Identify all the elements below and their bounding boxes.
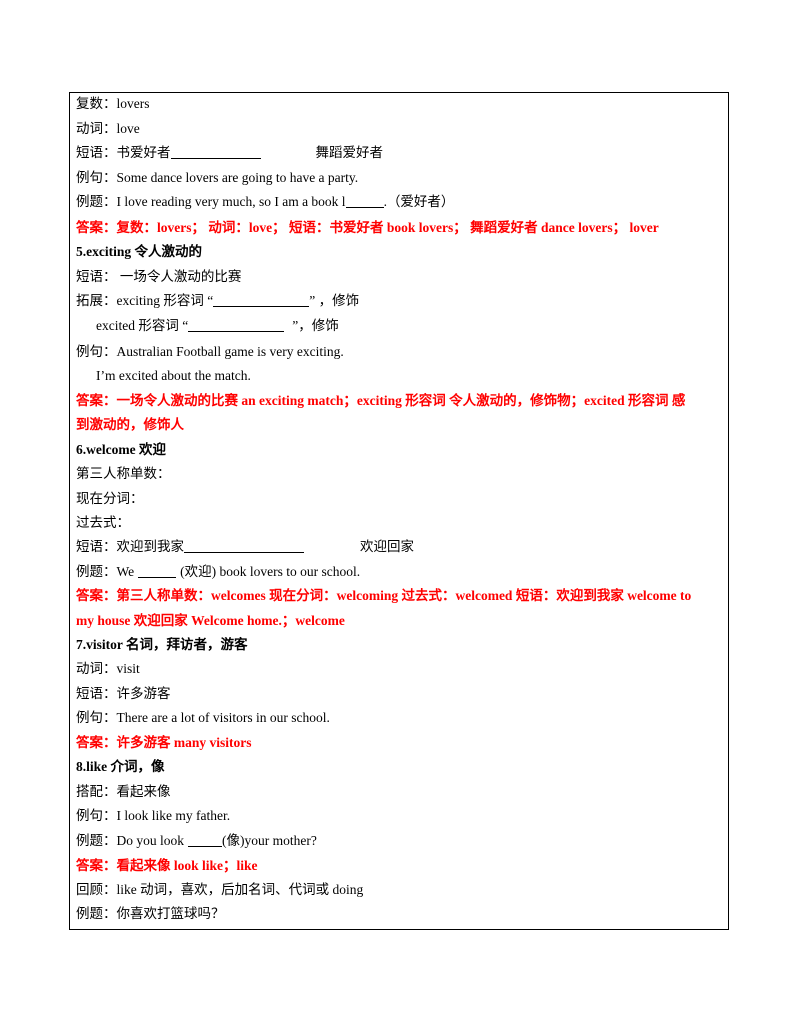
text-line: 搭配：看起来像 — [76, 784, 171, 799]
content-frame — [69, 92, 729, 930]
section-heading: 5.exciting 令人激动的 — [76, 244, 202, 259]
text-line: 短语： 一场令人激动的比赛 — [76, 269, 242, 284]
answer-line: my house 欢迎回家 Welcome home.；welcome — [76, 613, 345, 628]
text-line: 例题：你喜欢打篮球吗？ — [76, 906, 225, 921]
text-line: 短语：书爱好者舞蹈爱好者 — [76, 144, 383, 160]
answer-line: 答案：复数：lovers； 动词：love； 短语：书爱好者 book love… — [76, 220, 659, 235]
text-line: 例句：Some dance lovers are going to have a… — [76, 170, 359, 185]
text-line: 现在分词： — [76, 491, 144, 506]
answer-line: 答案：第三人称单数：welcomes 现在分词：welcoming 过去式：we… — [76, 588, 692, 603]
text-line: 动词：love — [76, 121, 140, 136]
text-line: I’m excited about the match. — [96, 368, 251, 383]
answer-blank[interactable] — [188, 317, 285, 332]
answer-blank[interactable] — [213, 292, 310, 307]
answer-blank[interactable] — [170, 144, 261, 159]
text-line: 例句：There are a lot of visitors in our sc… — [76, 710, 330, 725]
text-line: excited 形容词 “”，修饰 — [96, 317, 339, 333]
text-line: 第三人称单数： — [76, 466, 171, 481]
answer-line: 到激动的，修饰人 — [76, 417, 184, 432]
answer-blank[interactable] — [188, 832, 222, 847]
text-line: 例题：I love reading very much, so I am a b… — [76, 193, 455, 209]
section-heading: 7.visitor 名词，拜访者，游客 — [76, 637, 248, 652]
answer-line: 答案：看起来像 look like；like — [76, 858, 258, 873]
text-line: 例题：We(欢迎) book lovers to our school. — [76, 563, 361, 579]
text-line: 动词：visit — [76, 661, 140, 676]
text-line: 例句：I look like my father. — [76, 808, 231, 823]
text-line: 短语：欢迎到我家欢迎回家 — [76, 538, 414, 554]
answer-blank[interactable] — [184, 538, 304, 553]
answer-line: 答案：一场令人激动的比赛 an exciting match；exciting … — [76, 393, 686, 408]
text-line: 复数：lovers — [76, 96, 150, 111]
answer-line: 答案：许多游客 many visitors — [76, 735, 252, 750]
text-line: 拓展：exciting 形容词 “” ，修饰 — [76, 292, 360, 308]
text-line: 回顾：like 动词，喜欢，后加名词、代词或 doing — [76, 882, 364, 897]
answer-blank[interactable] — [138, 563, 177, 578]
section-heading: 8.like 介词，像 — [76, 759, 165, 774]
text-line: 短语：许多游客 — [76, 686, 171, 701]
text-line: 过去式： — [76, 515, 130, 530]
text-line: 例题：Do you look(像)your mother? — [76, 832, 317, 848]
text-line: 例句：Australian Football game is very exci… — [76, 344, 344, 359]
answer-blank[interactable] — [345, 193, 384, 208]
section-heading: 6.welcome 欢迎 — [76, 442, 166, 457]
